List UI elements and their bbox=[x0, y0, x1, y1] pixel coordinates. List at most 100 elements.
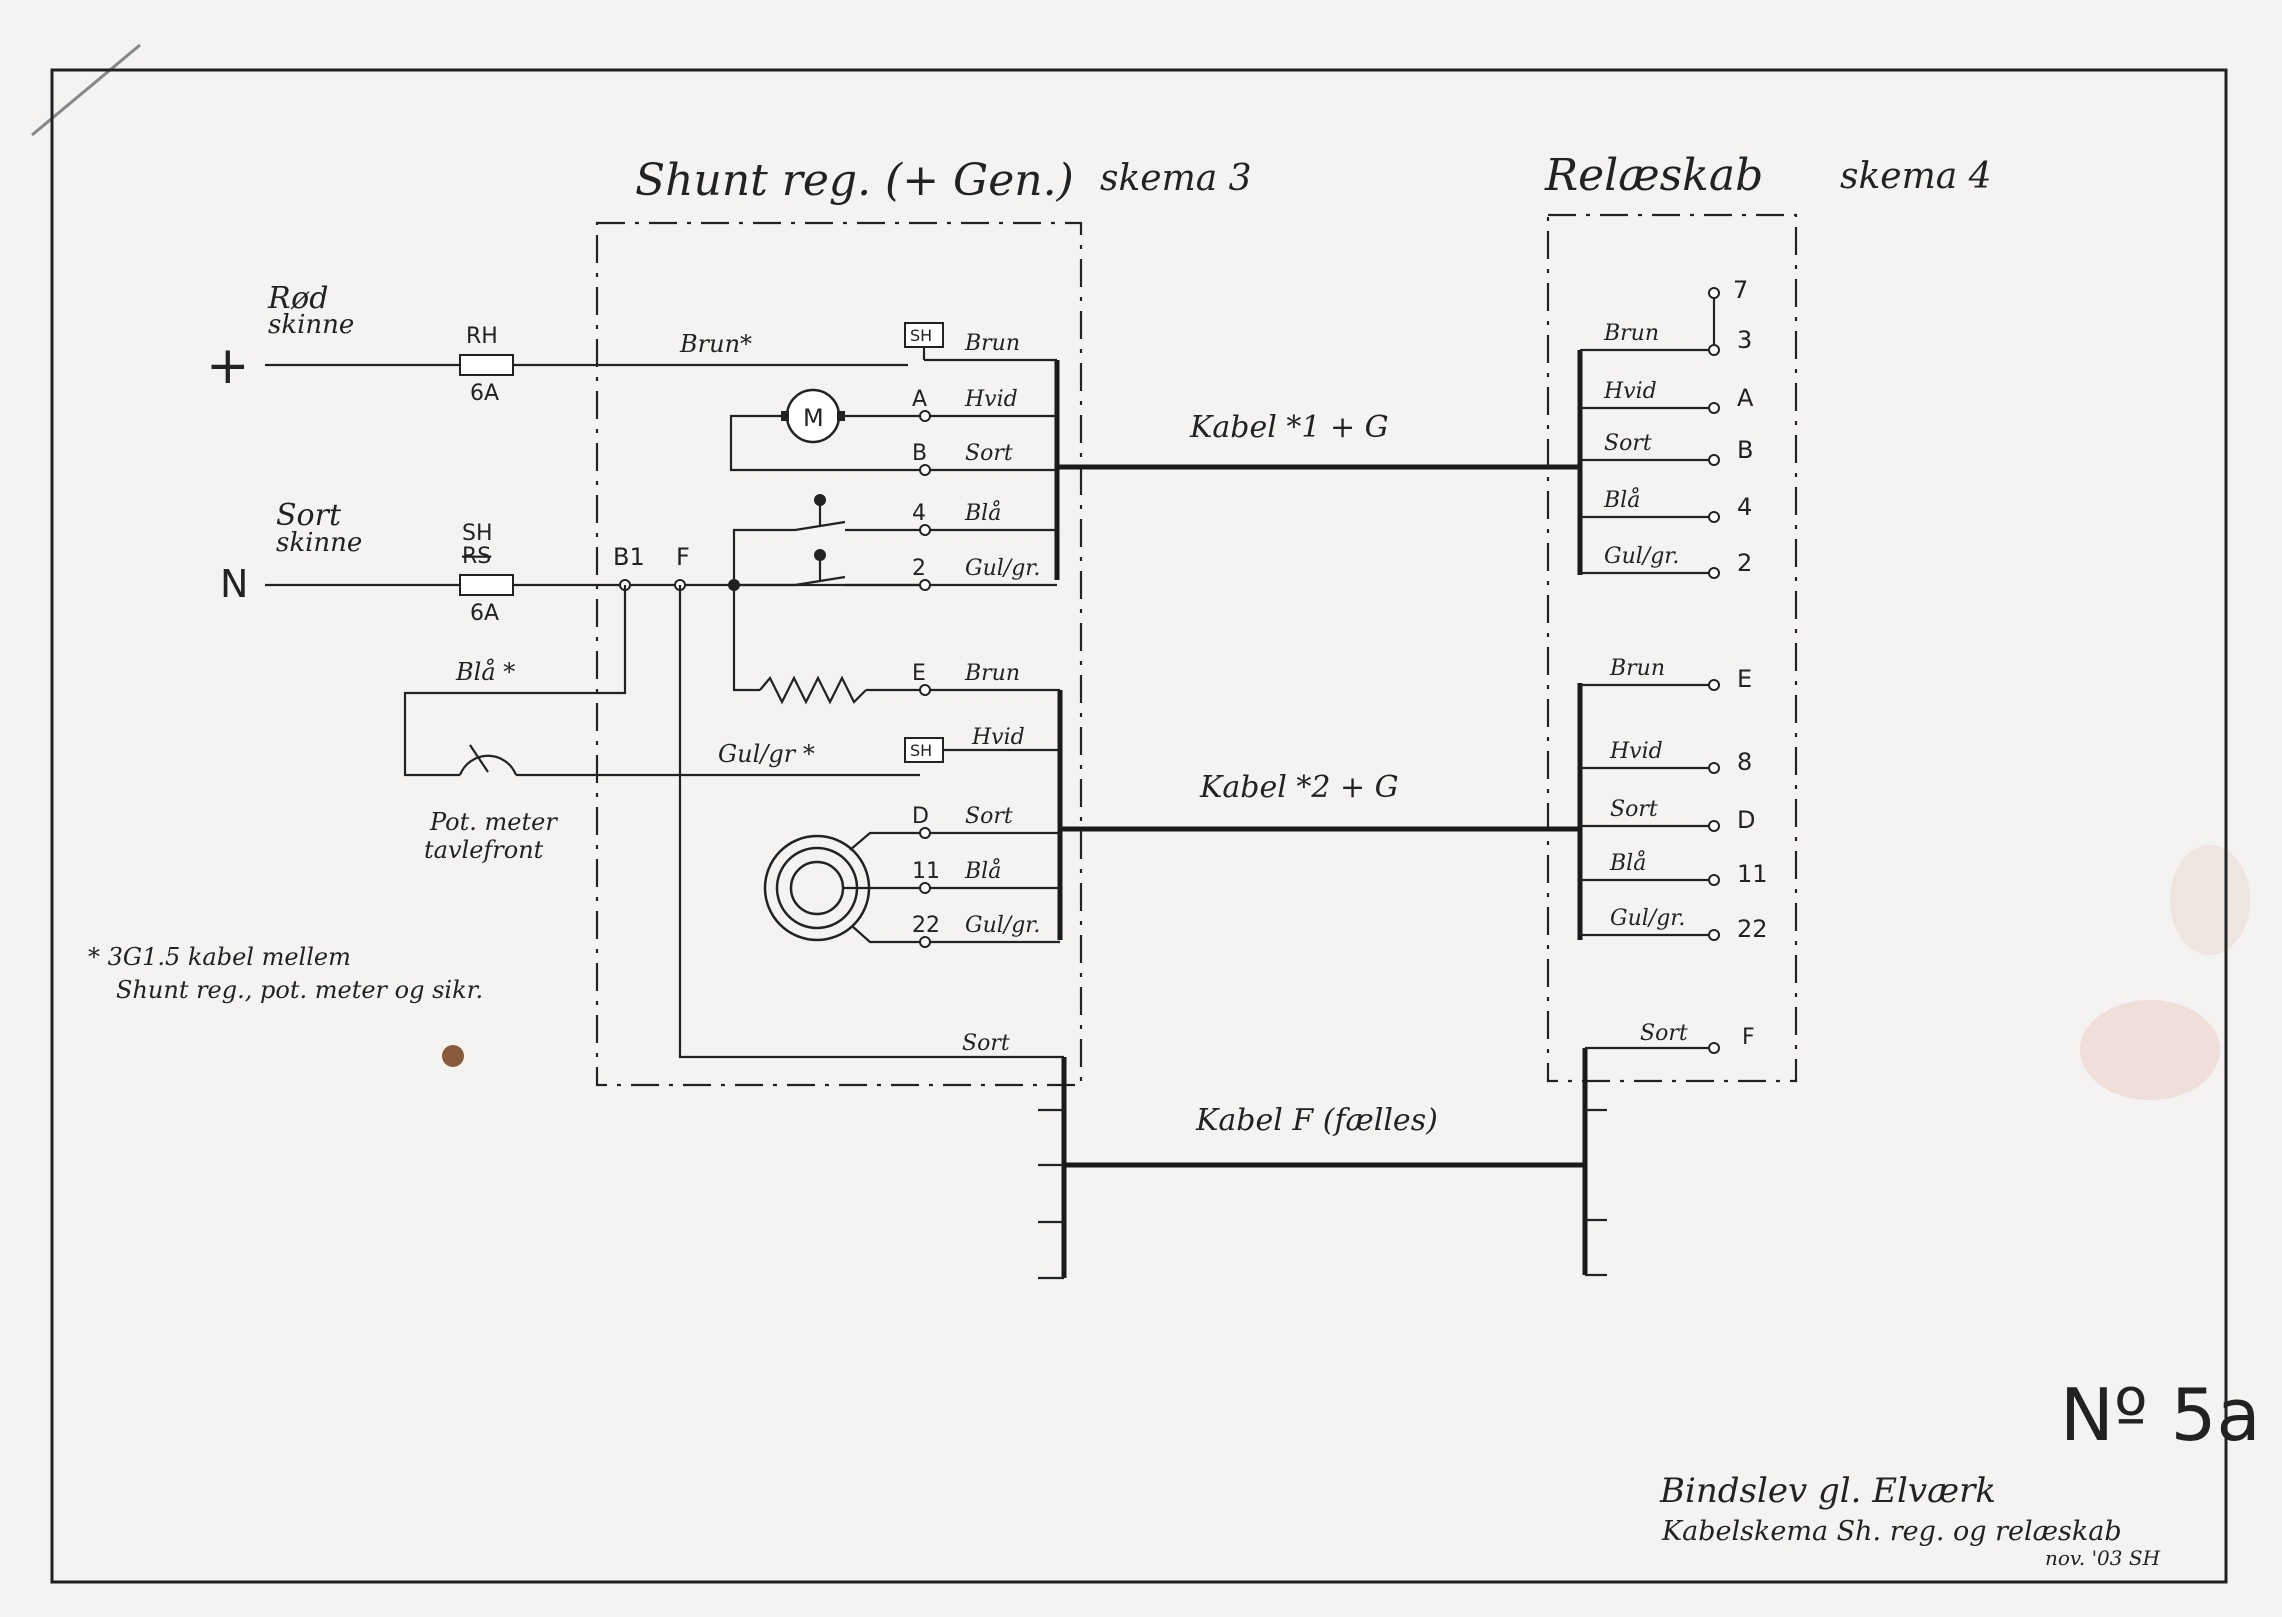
relay1-wire-color: Sort bbox=[1604, 431, 1652, 456]
relay-cabinet-title: Relæskab bbox=[1544, 150, 1763, 201]
relay2-terminal-id: 11 bbox=[1737, 860, 1768, 888]
motor-label: M bbox=[803, 404, 824, 432]
shunt2-terminal-2 bbox=[919, 827, 931, 839]
shunt-reg-title: Shunt reg. (+ Gen.) bbox=[635, 155, 1074, 206]
drawing-number: Nº 5a bbox=[2060, 1373, 2261, 1457]
relay-terminal-7 bbox=[1708, 287, 1720, 299]
footnote-line-1: * 3G1.5 kabel mellem bbox=[88, 943, 351, 971]
gul-star-label: Gul/gr * bbox=[718, 740, 815, 768]
relay1-wire-color: Gul/gr. bbox=[1604, 544, 1679, 569]
relay1-wire-color: Hvid bbox=[1603, 379, 1657, 404]
shunt2-wire-color: Hvid bbox=[971, 725, 1025, 750]
paper-stain bbox=[2170, 845, 2250, 955]
relay1-terminal-id: B bbox=[1737, 436, 1753, 464]
shunt1-wire-color: Blå bbox=[964, 499, 1001, 526]
relay2-terminal-4 bbox=[1708, 929, 1720, 941]
shunt-reg-enclosure bbox=[595, 221, 1083, 1087]
shunt2-wire-color: Blå bbox=[964, 857, 1001, 884]
shunt2-terminal-id: D bbox=[912, 804, 929, 829]
relay2-terminal-0 bbox=[1708, 679, 1720, 691]
cable1-label: Kabel *1 + G bbox=[1189, 410, 1389, 445]
shunt-scheme-label: skema 3 bbox=[1100, 158, 1252, 199]
relay1-terminal-2 bbox=[1708, 454, 1720, 466]
shunt2-terminal-3 bbox=[919, 882, 931, 894]
sort-skinne-label: skinne bbox=[276, 528, 362, 558]
brun-star-label: Brun* bbox=[679, 330, 752, 358]
cable3-label: Kabel F (fælles) bbox=[1195, 1103, 1438, 1138]
resistor-feed bbox=[732, 585, 760, 692]
shunt1-terminal-1 bbox=[919, 410, 931, 422]
relay2-wire-color: Hvid bbox=[1609, 739, 1663, 764]
relay1-terminal-1 bbox=[1708, 402, 1720, 414]
motor-brush-right bbox=[837, 411, 845, 421]
junction-f-label: F bbox=[676, 543, 690, 571]
sh-box-2-label: SH bbox=[910, 741, 932, 760]
fuse-sh-label: SH bbox=[462, 521, 493, 546]
title-line-3: nov. '03 SH bbox=[2045, 1546, 2161, 1570]
rod-skinne-label: skinne bbox=[268, 310, 354, 340]
fuse-rh-label: RH bbox=[466, 324, 498, 349]
shunt2-terminal-id: 11 bbox=[912, 859, 940, 884]
title-line-1: Bindslev gl. Elværk bbox=[1659, 1471, 1996, 1511]
paper-stain bbox=[2080, 1000, 2220, 1100]
relay-f-color-label: Sort bbox=[1640, 1021, 1688, 1046]
relay-terminal-7-label: 7 bbox=[1733, 276, 1748, 304]
relay-scheme-label: skema 4 bbox=[1840, 156, 1992, 197]
sort-label: Sort bbox=[276, 498, 342, 533]
motor-loop-b bbox=[729, 414, 920, 472]
relay1-terminal-id: 3 bbox=[1737, 326, 1752, 354]
relay2-wire-color: Gul/gr. bbox=[1610, 906, 1685, 931]
drawing-frame bbox=[50, 68, 2228, 1584]
junction-b1-label: B1 bbox=[613, 543, 645, 571]
sort-f-label: Sort bbox=[962, 1031, 1010, 1056]
shunt1-wire-color: Gul/gr. bbox=[965, 556, 1040, 581]
shunt2-wire-color: Gul/gr. bbox=[965, 913, 1040, 938]
push-switch-2 bbox=[794, 549, 920, 587]
potentiometer-symbol bbox=[458, 754, 518, 776]
shunt1-wire-color: Hvid bbox=[964, 387, 1018, 412]
plus-symbol: + bbox=[206, 336, 250, 396]
title-line-2: Kabelskema Sh. reg. og relæskab bbox=[1661, 1516, 2122, 1547]
relay2-wire-color: Brun bbox=[1609, 656, 1665, 681]
fuse-sh bbox=[459, 574, 514, 596]
relay2-terminal-1 bbox=[1708, 762, 1720, 774]
relay1-wire-color: Brun bbox=[1603, 321, 1659, 346]
shunt2-terminal-id: 22 bbox=[912, 913, 940, 938]
relay2-terminal-2 bbox=[1708, 820, 1720, 832]
f-common-wire bbox=[678, 585, 1064, 1059]
relay2-terminal-id: 22 bbox=[1737, 915, 1768, 943]
resistor-symbol bbox=[759, 675, 867, 705]
bla-star-label: Blå * bbox=[455, 657, 515, 686]
shunt2-terminal-4 bbox=[919, 936, 931, 948]
relay-terminal-f bbox=[1708, 1042, 1720, 1054]
shunt1-wire-color: Sort bbox=[965, 441, 1013, 466]
relay1-terminal-id: 4 bbox=[1737, 493, 1752, 521]
relay2-terminal-3 bbox=[1708, 874, 1720, 886]
shunt1-terminal-id: B bbox=[912, 441, 927, 466]
push-switch-4 bbox=[794, 494, 920, 532]
pot-label-1: Pot. meter bbox=[429, 808, 558, 836]
fuse-rh bbox=[459, 354, 514, 376]
pot-wire-bla bbox=[403, 585, 627, 777]
shunt1-terminal-3 bbox=[919, 524, 931, 536]
pot-label-2: tavlefront bbox=[424, 836, 544, 864]
fuse-rs-struck-label: RS bbox=[462, 544, 491, 569]
cable2-label: Kabel *2 + G bbox=[1199, 770, 1399, 805]
shunt2-terminal-id: E bbox=[912, 661, 926, 686]
fuse-sh-rating: 6A bbox=[470, 601, 499, 626]
relay2-wire-color: Sort bbox=[1610, 797, 1658, 822]
sh-box-1-label: SH bbox=[910, 326, 932, 345]
relay1-terminal-3 bbox=[1708, 511, 1720, 523]
shunt1-wire-color: Brun bbox=[964, 331, 1020, 356]
motor-brush-left bbox=[781, 411, 789, 421]
staple-mark bbox=[31, 43, 141, 137]
shunt1-terminal-4 bbox=[919, 579, 931, 591]
shunt2-terminal-0 bbox=[919, 684, 931, 696]
relay2-terminal-id: D bbox=[1737, 806, 1755, 834]
coil-lead-d bbox=[849, 831, 920, 851]
relay2-terminal-id: 8 bbox=[1737, 748, 1752, 776]
relay2-terminal-id: E bbox=[1737, 665, 1752, 693]
fuse-rh-rating: 6A bbox=[470, 381, 499, 406]
